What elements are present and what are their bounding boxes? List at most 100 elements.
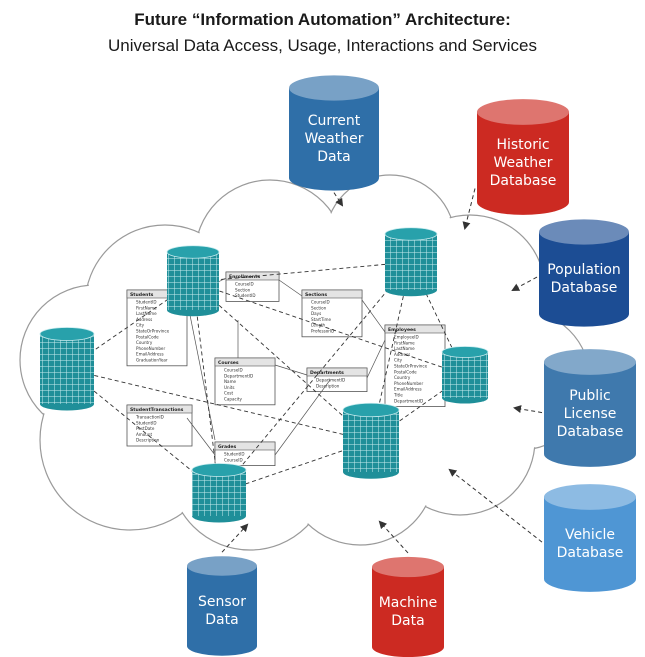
- schema-field: CourseID: [311, 300, 330, 305]
- schema-relationship: [186, 417, 216, 456]
- source-connector-current-weather: [333, 192, 344, 207]
- source-label: Database: [490, 173, 557, 189]
- schema-table-title: Courses: [218, 360, 239, 366]
- source-label: Database: [557, 545, 624, 561]
- schema-table-sections: SectionsCourseIDSectionDaysStartTimeLeng…: [301, 289, 363, 338]
- schema-field: PostalCode: [136, 334, 159, 339]
- schema-field: FirstName: [394, 340, 415, 345]
- schema-field: EmailAddress: [136, 352, 164, 357]
- internal-link: [192, 281, 466, 376]
- schema-field: ProfessorID: [311, 329, 334, 334]
- source-label: Database: [557, 424, 624, 440]
- database-schema: StudentsStudentIDFirstNameLastNameAddres…: [126, 271, 446, 467]
- schema-field: Units: [224, 385, 234, 390]
- schema-field: PhoneNumber: [136, 346, 165, 351]
- source-label: Weather: [305, 131, 364, 147]
- schema-relationship: [274, 364, 308, 376]
- schema-field: StudentID: [235, 293, 255, 298]
- schema-field: CourseID: [224, 368, 243, 373]
- schema-field: Description: [136, 438, 160, 443]
- schema-field: DepartmentID: [394, 398, 423, 403]
- schema-field: LastName: [394, 346, 415, 351]
- schema-field: StartTime: [311, 317, 332, 322]
- internal-link: [66, 368, 372, 442]
- schema-field: Section: [311, 305, 327, 310]
- schema-field: Address: [394, 352, 410, 357]
- schema-field: Days: [311, 311, 321, 316]
- source-label: Sensor: [198, 594, 246, 610]
- cloud-boundary: [19, 174, 591, 551]
- schema-field: PhoneNumber: [394, 381, 423, 386]
- schema-table-employees: EmployeesEmployeeIDFirstNameLastNameAddr…: [384, 324, 446, 407]
- source-label: Data: [205, 612, 238, 628]
- source-connector-public-license: [513, 405, 543, 414]
- schema-field: DepartmentID: [224, 373, 253, 378]
- schema-table-title: Students: [130, 292, 154, 298]
- source-label: Historic: [496, 137, 549, 153]
- schema-field: EmailAddress: [394, 387, 422, 392]
- schema-field: DepartmentID: [316, 378, 345, 383]
- source-label: Data: [391, 613, 424, 629]
- source-connector-vehicle: [448, 468, 543, 543]
- cylinder-icon: [441, 346, 489, 404]
- source-label: Vehicle: [565, 527, 615, 543]
- schema-table-title: Sections: [305, 292, 327, 298]
- schema-field: EmployeeID: [394, 335, 419, 340]
- cylinder-icon: [166, 245, 220, 317]
- schema-relationship: [278, 279, 303, 297]
- schema-field: LastName: [136, 311, 157, 316]
- cylinder-icon: [39, 327, 95, 411]
- source-connector-population: [511, 276, 538, 291]
- schema-field: Section: [235, 287, 251, 292]
- schema-field: Country: [136, 340, 153, 345]
- schema-relationship: [186, 299, 216, 441]
- schema-field: FirstName: [136, 305, 157, 310]
- schema-field: StudentID: [136, 300, 156, 305]
- schema-field: CourseID: [224, 457, 243, 462]
- cylinder-icon: [191, 463, 247, 523]
- internal-link: [192, 281, 372, 442]
- internal-link: [192, 261, 412, 283]
- source-connector-sensor: [221, 523, 249, 553]
- schema-relationship: [361, 299, 386, 333]
- schema-relationship: [274, 379, 331, 456]
- schema-field: Description: [316, 383, 340, 388]
- schema-field: Title: [393, 393, 403, 398]
- cylinder-icon: [342, 402, 400, 479]
- internal-databases: [39, 227, 489, 523]
- schema-field: Capacity: [224, 397, 242, 402]
- cylinder-icon: [384, 227, 438, 297]
- internal-link: [218, 261, 412, 494]
- source-label: Database: [551, 280, 618, 296]
- source-label: Machine: [379, 595, 438, 611]
- internal-link: [370, 374, 466, 442]
- source-label: Current: [308, 113, 361, 129]
- schema-field: StudentID: [224, 452, 244, 457]
- schema-field: Country: [394, 375, 411, 380]
- schema-table-students: StudentsStudentIDFirstNameLastNameAddres…: [126, 289, 188, 367]
- schema-field: PostDate: [136, 426, 155, 431]
- schema-field: StateOrProvince: [136, 329, 170, 334]
- schema-table-student-transactions: StudentTransactionsTransactionIDStudentI…: [126, 404, 193, 447]
- schema-field: TransactionID: [135, 415, 164, 420]
- diagram-subtitle: Universal Data Access, Usage, Interactio…: [108, 36, 537, 55]
- schema-field: City: [394, 358, 403, 363]
- schema-field: City: [136, 323, 145, 328]
- source-label: Public: [569, 388, 610, 404]
- schema-field: PostalCode: [394, 369, 417, 374]
- source-label: License: [564, 406, 617, 422]
- schema-table-title: StudentTransactions: [130, 407, 184, 413]
- schema-table-title: Employees: [388, 327, 416, 333]
- schema-field: Cost: [224, 391, 233, 396]
- diagram-title: Future “Information Automation” Architec…: [134, 10, 511, 29]
